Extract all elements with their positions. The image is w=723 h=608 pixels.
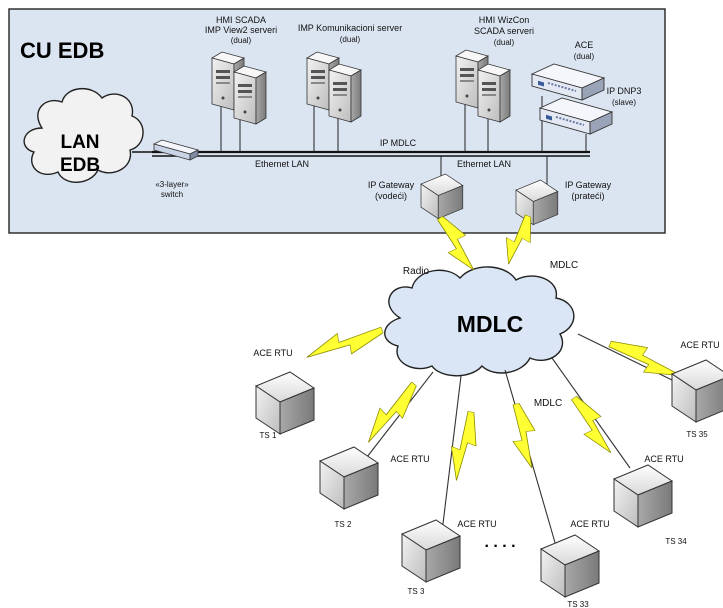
rtu-ts33-icon [540,534,600,598]
mdlc-cloud: MDLC [384,266,575,377]
rtu-ts35-icon [671,359,723,423]
rtu-ts1-icon [255,371,315,435]
gateway-prateci-label-line2: (prateći) [571,191,604,201]
layer3-switch-icon [152,139,200,161]
rtu-label-ts33: ACE RTU [570,519,609,529]
mdlc-mid-label: MDLC [534,398,562,409]
ip-dnp3-label-line1: IP DNP3 [607,86,642,96]
hmi-scada-label-line3: (dual) [231,36,252,45]
rtu-label-ts34: ACE RTU [644,454,683,464]
lan-edb-cloud-line2: EDB [60,155,100,176]
ip-mdlc-label: IP MDLC [380,138,417,148]
komunikacioni-label-line1: IMP Komunikacioni server [298,23,402,33]
mdlc-cloud-label: MDLC [457,311,523,337]
station-ts3: TS 3 [408,587,425,596]
station-ts2: TS 2 [335,520,352,529]
rtu-label-ts2: ACE RTU [390,454,429,464]
station-ts1: TS 1 [260,431,277,440]
station-ts34: TS 34 [665,537,687,546]
ethernet-lan-left-label: Ethernet LAN [255,159,309,169]
mdlc-top-label: MDLC [550,260,578,271]
hmi-scada-label-line1: HMI SCADA [216,15,266,25]
hmi-scada-label-line2: IMP View2 serveri [205,25,277,35]
rtu-ts3-icon [401,519,461,583]
komunikacioni-label-line2: (dual) [340,35,361,44]
rtu-label-ts35: ACE RTU [680,340,719,350]
gateway-vodeci-label-line1: IP Gateway [368,180,415,190]
ethernet-lan-right-label: Ethernet LAN [457,159,511,169]
stations-ellipsis: . . . . [484,534,515,551]
ace-dual-label-line1: ACE [575,40,594,50]
rtu-label-ts1: ACE RTU [253,348,292,358]
cu-edb-title: CU EDB [20,38,104,63]
rtu-ts34-icon [613,464,673,528]
wizcon-label-line3: (dual) [494,38,515,47]
rtu-ts2-icon [319,446,379,510]
switch-label-line1: «3-layer» [155,180,189,189]
wizcon-label-line2: SCADA serveri [474,26,534,36]
station-ts35: TS 35 [686,430,708,439]
ace-dual-label-line2: (dual) [574,52,595,61]
ip-dnp3-label-line2: (slave) [612,98,636,107]
switch-label-line2: switch [161,190,183,199]
gateway-prateci-label-line1: IP Gateway [565,180,612,190]
rtu-label-ts3: ACE RTU [457,519,496,529]
gateway-vodeci-label-line2: (vodeći) [375,191,407,201]
radio-label: Radio [403,266,430,277]
lan-edb-cloud-line1: LAN [60,132,99,153]
wizcon-label-line1: HMI WizCon [479,15,530,25]
station-ts33: TS 33 [567,600,589,608]
lan-edb-cloud: LAN EDB [23,88,144,183]
